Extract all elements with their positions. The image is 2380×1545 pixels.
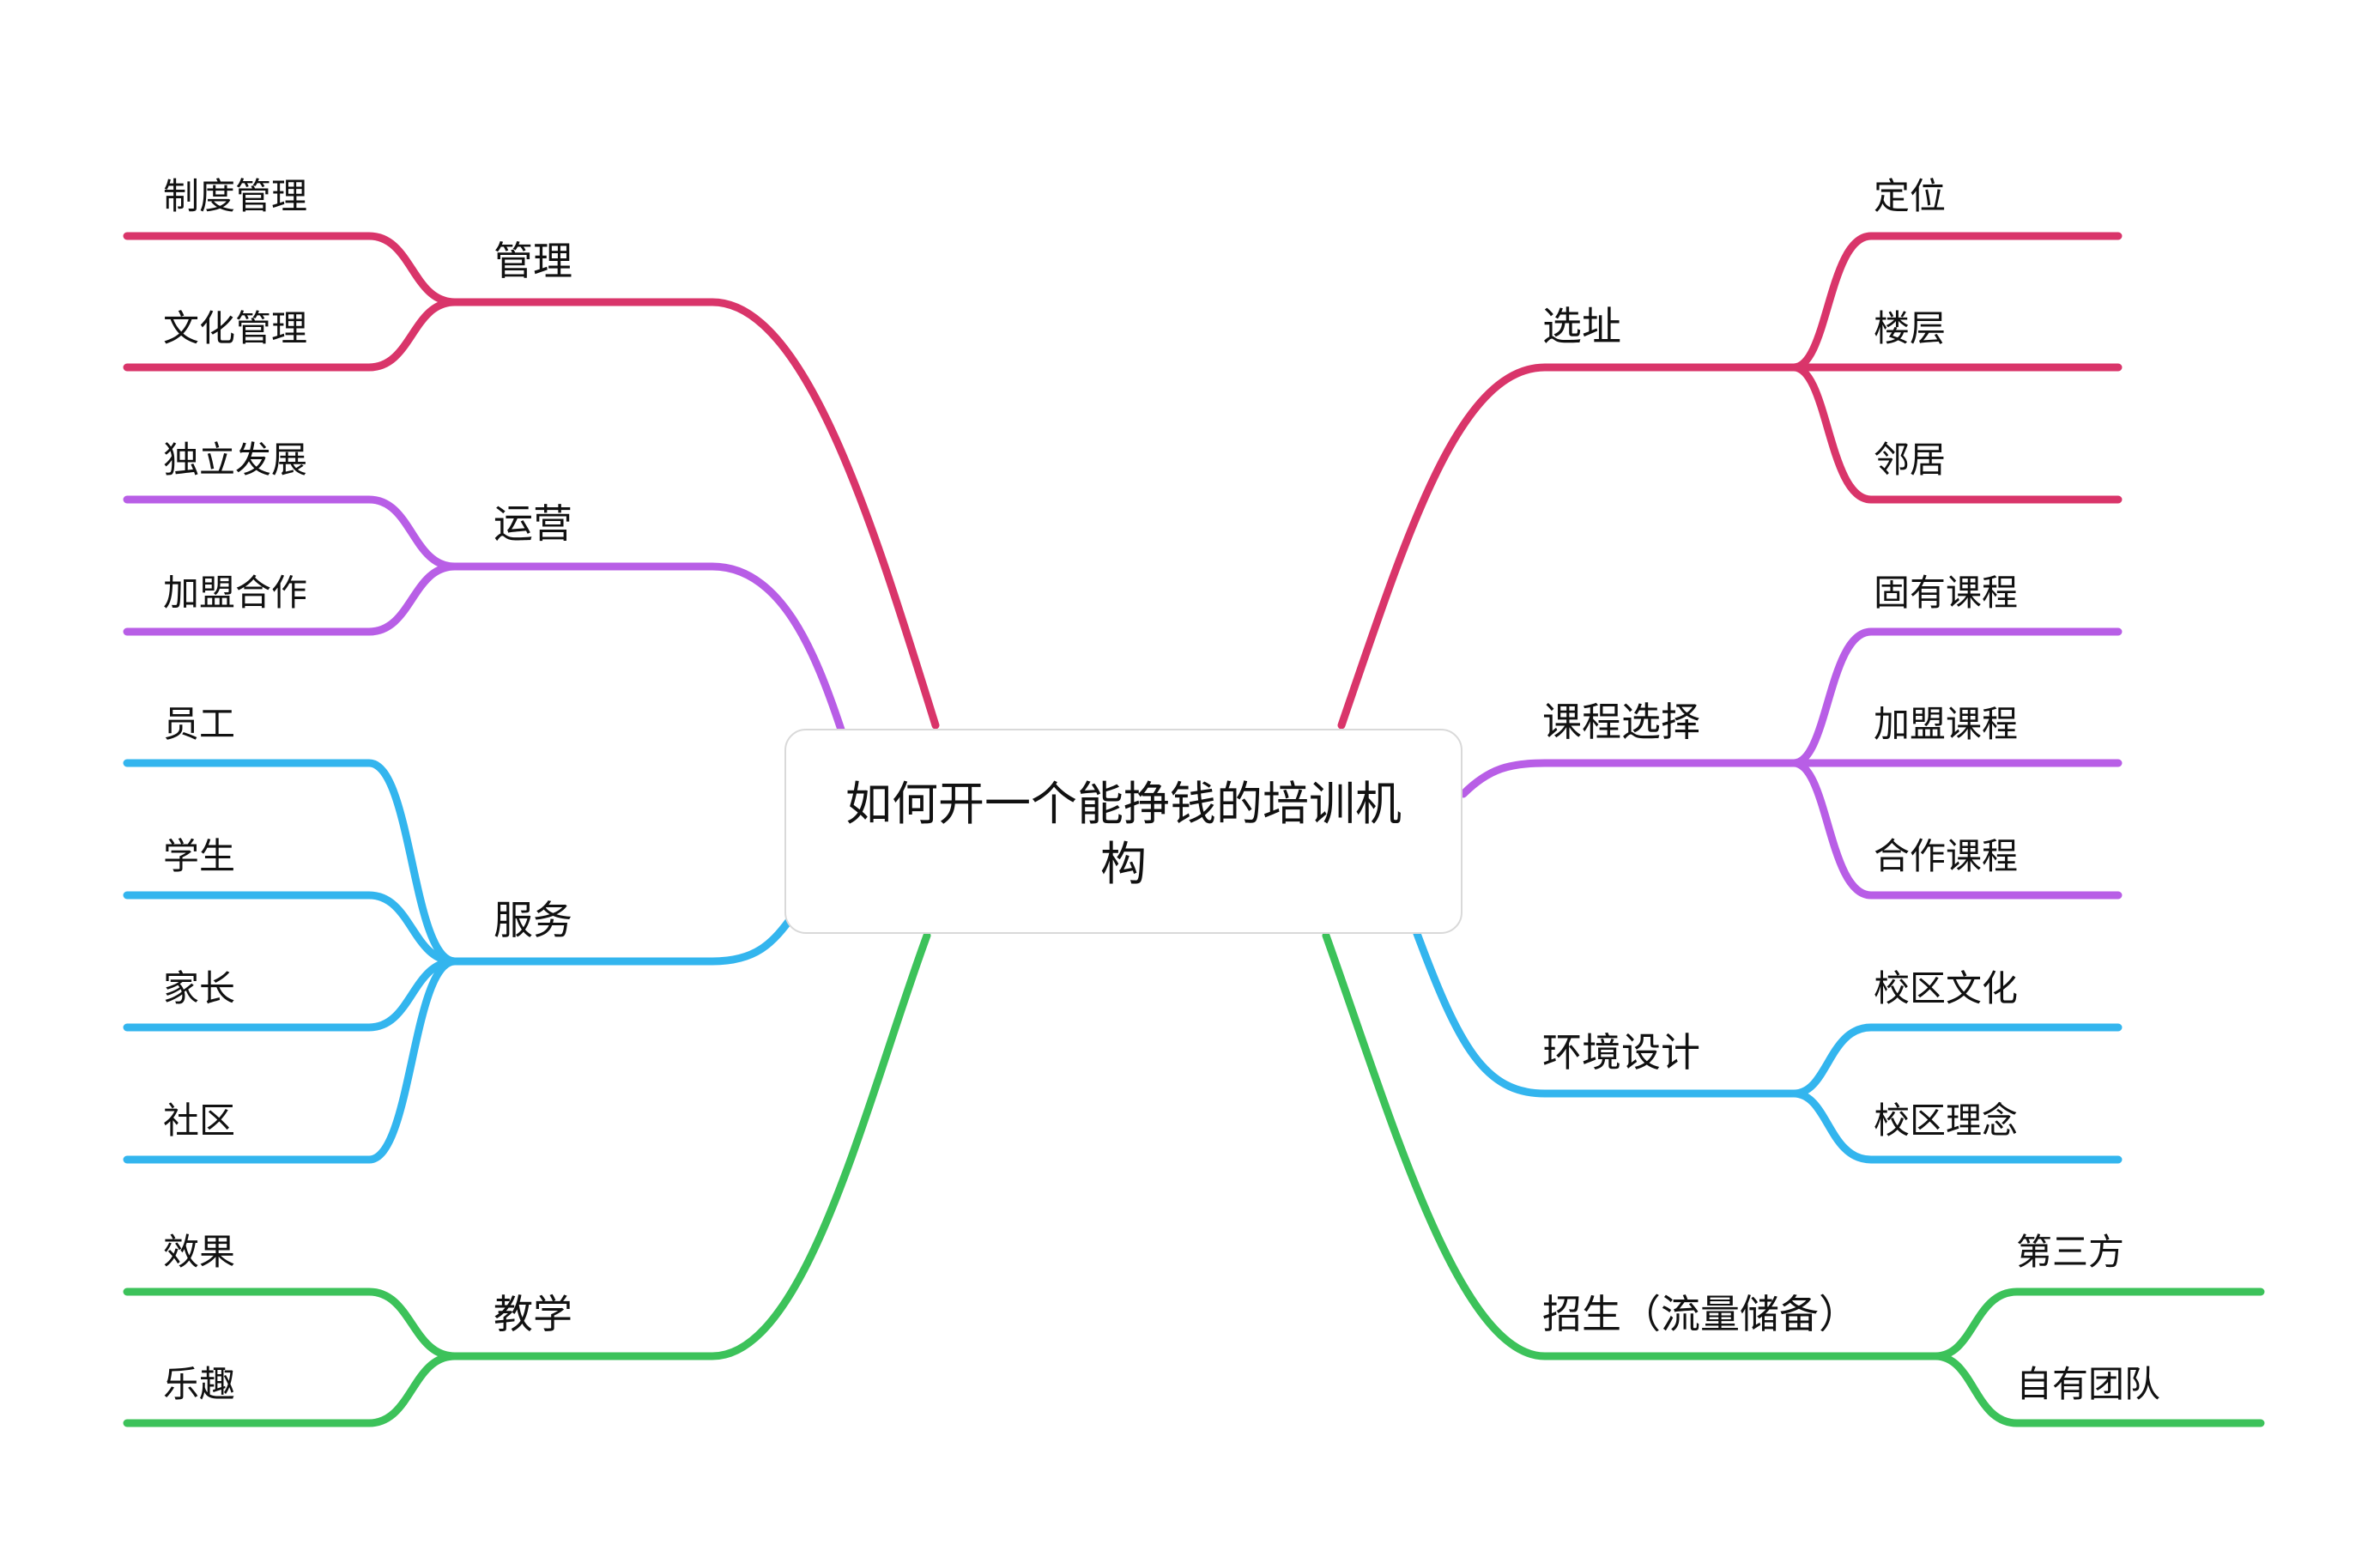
leaf-label-hezuo-kecheng[interactable]: 合作课程 — [1874, 835, 2018, 877]
leaf-label-xiaoqu-wenhua[interactable]: 校区文化 — [1874, 967, 2018, 1009]
leaf-label-shequ[interactable]: 社区 — [163, 1100, 235, 1142]
leaf-label-jiameng-hezuo[interactable]: 加盟合作 — [163, 572, 307, 614]
leaf-label-zhidu[interactable]: 制度管理 — [163, 175, 307, 217]
leaf-label-louceng[interactable]: 楼层 — [1874, 307, 1946, 349]
leaf-label-jiameng-kecheng[interactable]: 加盟课程 — [1874, 703, 2018, 745]
root-title-line1: 如何开一个能挣钱的培训机 — [845, 777, 1402, 831]
leaf-label-disanfang[interactable]: 第三方 — [2016, 1231, 2124, 1273]
branch-kecheng[interactable]: 课程选择 固有课程 加盟课程 合作课程 — [1459, 572, 2123, 900]
leaf-label-jiazhang[interactable]: 家长 — [163, 967, 235, 1009]
leaf-label-wenhua[interactable]: 文化管理 — [163, 307, 307, 349]
root-title-line2: 构 — [1100, 837, 1147, 891]
leaf-label-ziyou-tuandui[interactable]: 自有团队 — [2016, 1363, 2160, 1405]
leaf-label-yuangong[interactable]: 员工 — [163, 703, 235, 745]
leaf-label-lequ[interactable]: 乐趣 — [163, 1363, 235, 1405]
branch-huanjing[interactable]: 环境设计 校区文化 校区理念 — [1412, 927, 2123, 1164]
branch-label-kecheng[interactable]: 课程选择 — [1542, 699, 1700, 745]
branch-yunying[interactable]: 运营 独立发展 加盟合作 — [123, 439, 845, 734]
branch-guanli[interactable]: 管理 制度管理 文化管理 — [123, 175, 940, 730]
leaf-label-xiaoqu-linian[interactable]: 校区理念 — [1874, 1100, 2018, 1142]
branch-fuwu[interactable]: 服务 员工 学生 家长 社区 — [123, 703, 798, 1164]
branch-zhaosheng[interactable]: 招生（流量储备） 第三方 自有团队 — [1322, 931, 2265, 1427]
branch-jiaoxue[interactable]: 教学 效果 乐趣 — [123, 931, 931, 1427]
leaf-label-xiaoguo[interactable]: 效果 — [163, 1231, 235, 1273]
branch-label-guanli[interactable]: 管理 — [494, 238, 572, 284]
branch-label-huanjing[interactable]: 环境设计 — [1542, 1029, 1700, 1075]
leaf-label-duli[interactable]: 独立发展 — [163, 439, 307, 481]
branch-label-xuanzhi[interactable]: 选址 — [1542, 303, 1621, 349]
branch-label-fuwu[interactable]: 服务 — [494, 897, 572, 943]
leaf-label-dingwei[interactable]: 定位 — [1874, 175, 1946, 217]
root-node-box[interactable] — [784, 729, 1463, 934]
branch-label-jiaoxue[interactable]: 教学 — [494, 1291, 572, 1337]
branch-xuanzhi[interactable]: 选址 定位 楼层 邻居 — [1337, 175, 2123, 730]
root-node[interactable]: 如何开一个能挣钱的培训机 构 — [784, 729, 1463, 934]
leaf-label-guyou[interactable]: 固有课程 — [1874, 572, 2018, 614]
leaf-label-linju[interactable]: 邻居 — [1874, 439, 1946, 481]
leaf-label-xuesheng[interactable]: 学生 — [163, 835, 235, 877]
branch-label-yunying[interactable]: 运营 — [494, 500, 572, 547]
branch-label-zhaosheng[interactable]: 招生（流量储备） — [1542, 1291, 1858, 1337]
